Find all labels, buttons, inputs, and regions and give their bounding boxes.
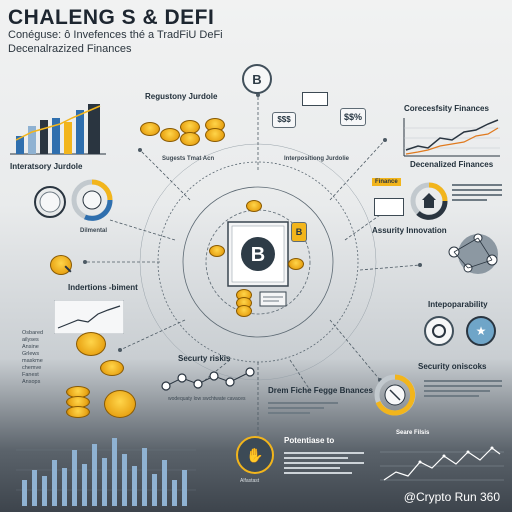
- security-donut: [374, 374, 416, 416]
- coin-percent: [76, 332, 106, 356]
- page-title: CHALENG S & DEFI: [8, 6, 215, 29]
- finance-tag: Finance: [372, 178, 401, 186]
- coin: [100, 360, 124, 376]
- coin: [180, 132, 200, 146]
- handshake-icon: ✋: [236, 436, 274, 474]
- text-lines-right-2: [424, 380, 502, 400]
- coin: [205, 128, 225, 142]
- list-item: maskme: [22, 358, 43, 364]
- text-lines-center: [268, 402, 338, 417]
- left-list: Osbared ailyses Ansine Grlews maskme che…: [22, 330, 43, 386]
- id-card: [374, 198, 404, 216]
- label-potential-to: Potentiase to: [284, 436, 335, 445]
- list-item: ailyses: [22, 337, 39, 343]
- list-item: Fanest: [22, 372, 39, 378]
- list-item: Ansine: [22, 344, 39, 350]
- dollar-card: $$$: [272, 112, 296, 128]
- svg-text:B: B: [251, 244, 265, 266]
- line-chart-top-right: [403, 118, 500, 157]
- network-node-icon: [424, 316, 454, 346]
- label-suggests: Sugests Tmat Acn: [162, 156, 215, 162]
- home-donut: [410, 182, 448, 220]
- list-item: chemve: [22, 365, 42, 371]
- label-security-risks: Securty riskis: [178, 354, 231, 363]
- shield-glyph: ★: [475, 324, 487, 338]
- subtitle-line-2: Decenalrazized Finances: [8, 43, 132, 55]
- list-item: Ansops: [22, 379, 41, 385]
- bitcoin-circle-icon: B: [242, 64, 272, 94]
- coin: [236, 305, 252, 317]
- coin: [246, 200, 262, 212]
- list-item: Osbared: [22, 330, 44, 336]
- watermark: @Crypto Run 360: [403, 490, 500, 504]
- label-decentralized-finances: Decenalized Finances: [410, 160, 494, 169]
- coin-magnifier: [50, 255, 72, 275]
- label-security-crisis: Security oniscoks: [418, 362, 487, 371]
- connector-lines: [85, 95, 421, 440]
- network-globe: [448, 233, 498, 274]
- bar-chart-bottom-left: [16, 438, 196, 506]
- security-sub: wodequaty low swchtwate cavaces: [168, 396, 246, 402]
- bitcoin-glyph: B: [252, 71, 262, 87]
- text-lines-right: [452, 184, 502, 204]
- label-interdom: Indertions -biment: [68, 283, 138, 292]
- donut-charts-left: [34, 179, 113, 221]
- bitcoin-icon: [241, 237, 275, 271]
- handshake-glyph: ✋: [246, 446, 264, 463]
- coin: [288, 258, 304, 270]
- coin: [209, 245, 225, 257]
- label-interatory-jurdole: Interatsory Jurdole: [10, 162, 83, 171]
- bottom-icon-caption: Alfastast: [240, 478, 260, 484]
- label-security-innovation: Assurity Innovation: [372, 226, 447, 235]
- label-interoperability: Intepoparability: [428, 300, 488, 309]
- mini-line-chart-left: [54, 300, 124, 334]
- label-bottom-right: Seare Filsis: [396, 430, 430, 436]
- line-chart-bottom-right: [380, 446, 504, 481]
- security-chain: [161, 367, 255, 391]
- label-centralized-finances: Corecesfsity Finances: [404, 104, 489, 113]
- dollar-percent-card: $$%: [340, 108, 366, 126]
- coin: [140, 122, 160, 136]
- inner-ring: [205, 209, 311, 315]
- coin-percent-2: [104, 390, 136, 418]
- subtitle-line-1: Conéguse: ô Invefences thé a TradFiU DeF…: [8, 29, 223, 41]
- shield-icon: ★: [466, 316, 496, 346]
- label-distributed: Dilmental: [80, 228, 108, 234]
- node-ring: [432, 324, 446, 338]
- label-dream-fiche: Drem Fiche Fegge Bnances: [268, 386, 373, 395]
- text-lines-bottom: [284, 452, 364, 477]
- document-card: [302, 92, 328, 106]
- coin: [66, 406, 90, 418]
- mid-ring: [182, 186, 334, 338]
- label-regulatory-jurdole: Regustony Jurdole: [145, 92, 218, 101]
- coin: [160, 128, 180, 142]
- list-item: Grlews: [22, 351, 40, 357]
- bar-chart-top-left: [10, 104, 106, 155]
- label-interpositiong: Interpositiong Jurdolie: [284, 156, 350, 162]
- btc-badge-small: B: [291, 222, 307, 242]
